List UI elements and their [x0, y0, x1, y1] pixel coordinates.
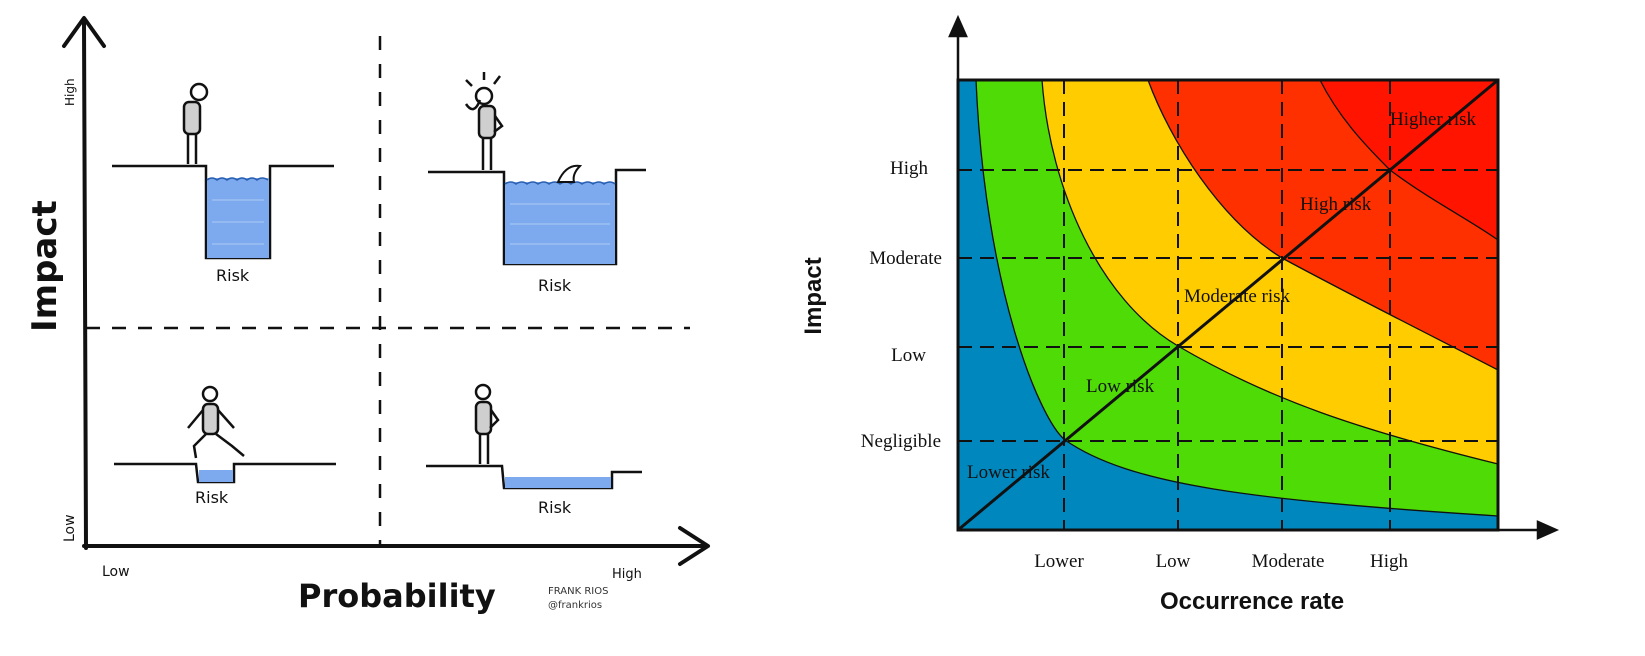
risk-matrix-chart: Lower risk Low risk Moderate risk High r… [800, 0, 1645, 651]
x-axis-arrowhead [1536, 520, 1560, 540]
risk-diagonal [957, 78, 1499, 532]
x-tick-high: High [1370, 551, 1409, 572]
water-lines [510, 203, 610, 245]
zone-label-moderate-risk: Moderate risk [1184, 286, 1291, 307]
y-low-label: Low [62, 514, 78, 542]
water-surface [206, 177, 269, 181]
water-pit [199, 470, 233, 482]
standing-person-icon [182, 82, 209, 164]
worried-person-icon [464, 72, 504, 170]
zone-label-lower-risk: Lower risk [967, 462, 1050, 483]
standing-person-icon [474, 383, 500, 464]
chart-axes [948, 14, 1560, 540]
y-tick-high: High [890, 158, 929, 179]
y-axis-arrowhead [948, 14, 968, 38]
water-pit [505, 477, 611, 488]
stepping-person-icon [187, 385, 245, 459]
zone-moderate-risk [1042, 80, 1498, 464]
y-high-label: High [63, 78, 77, 106]
zone-higher-risk [1320, 80, 1498, 240]
y-tick-negligible: Negligible [861, 431, 941, 452]
probability-impact-sketch: Risk Risk [0, 0, 760, 651]
water-pit [505, 182, 615, 264]
zone-label-low-risk: Low risk [1086, 376, 1155, 397]
x-tick-low: Low [1156, 551, 1191, 572]
risk-matrix-canvas: Lower risk Low risk Moderate risk High r… [800, 14, 1560, 615]
credit-name: FRANK RIOS [548, 586, 608, 597]
grid-lines [958, 80, 1498, 530]
x-high-label: High [612, 567, 642, 582]
x-tick-labels: Lower Low Moderate High [1034, 551, 1408, 572]
water-pit [207, 178, 269, 258]
shark-fin-icon [556, 164, 583, 183]
y-tick-moderate: Moderate [869, 248, 942, 269]
credit-handle: @frankrios [548, 600, 602, 611]
x-axis-arrowhead [678, 526, 710, 566]
x-tick-moderate: Moderate [1252, 551, 1325, 572]
sketch-axes [62, 16, 710, 566]
quadrant-high-impact-high-probability: Risk [428, 72, 646, 295]
x-axis-title: Probability [298, 577, 496, 615]
pit-risk-label: Risk [538, 276, 572, 295]
zone-label-high-risk: High risk [1300, 194, 1372, 215]
sketch-canvas: Risk Risk [25, 16, 710, 615]
y-axis-title: Impact [25, 200, 65, 332]
pit-risk-label: Risk [538, 498, 572, 517]
zone-labels: Lower risk Low risk Moderate risk High r… [967, 109, 1477, 483]
x-axis-title: Occurrence rate [1160, 588, 1344, 615]
water-lines [212, 199, 264, 245]
y-tick-low: Low [891, 345, 926, 366]
y-axis-arrowhead [62, 16, 106, 48]
x-low-label: Low [102, 564, 130, 580]
water-surface [504, 181, 616, 185]
pit-risk-label: Risk [216, 266, 250, 285]
quadrant-low-impact-low-probability: Risk [114, 385, 336, 507]
zone-label-higher-risk: Higher risk [1390, 109, 1477, 130]
x-tick-lower: Lower [1034, 551, 1084, 572]
y-axis-line [82, 20, 88, 550]
y-tick-labels: Negligible Low Moderate High [861, 158, 942, 452]
quadrant-low-impact-high-probability: Risk [426, 383, 642, 517]
y-axis-title: Impact [800, 257, 827, 334]
quadrant-high-impact-low-probability: Risk [112, 82, 334, 285]
pit-risk-label: Risk [195, 488, 229, 507]
